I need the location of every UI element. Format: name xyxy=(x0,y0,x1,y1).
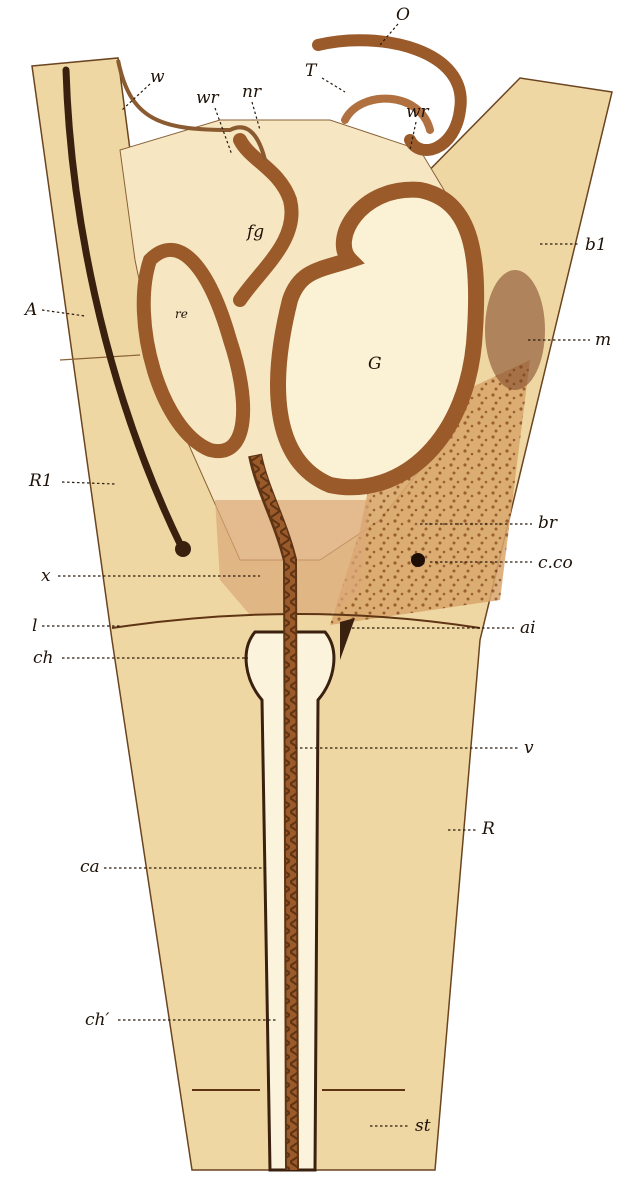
svg-text:b1: b1 xyxy=(585,235,607,255)
m-region xyxy=(485,270,545,390)
label-T: T xyxy=(305,61,345,92)
label-fg: fg xyxy=(245,222,264,242)
svg-text:R1: R1 xyxy=(28,471,53,491)
svg-text:ch: ch xyxy=(33,648,53,668)
svg-text:A: A xyxy=(23,300,37,320)
svg-text:w: w xyxy=(150,67,165,87)
svg-text:ch′: ch′ xyxy=(85,1010,109,1030)
svg-text:l: l xyxy=(32,616,37,636)
svg-text:nr: nr xyxy=(242,82,262,102)
svg-text:O: O xyxy=(396,5,410,25)
svg-text:T: T xyxy=(305,61,318,81)
svg-text:c.co: c.co xyxy=(538,553,573,573)
svg-text:re: re xyxy=(175,307,188,321)
label-l: l xyxy=(32,616,120,636)
cco-dot xyxy=(411,553,425,567)
A-rod-end xyxy=(175,541,191,557)
svg-text:ai: ai xyxy=(520,618,536,638)
svg-text:wr: wr xyxy=(406,102,430,122)
label-re: re xyxy=(175,307,188,321)
label-G: G xyxy=(368,354,382,374)
svg-text:st: st xyxy=(415,1116,431,1136)
svg-text:br: br xyxy=(538,513,558,533)
svg-text:G: G xyxy=(368,354,382,374)
svg-text:ca: ca xyxy=(80,857,100,877)
svg-text:wr: wr xyxy=(196,88,220,108)
svg-text:v: v xyxy=(524,738,534,758)
svg-text:m: m xyxy=(595,330,611,350)
svg-text:x: x xyxy=(41,566,51,586)
svg-text:R: R xyxy=(481,819,495,839)
svg-text:fg: fg xyxy=(245,222,264,242)
